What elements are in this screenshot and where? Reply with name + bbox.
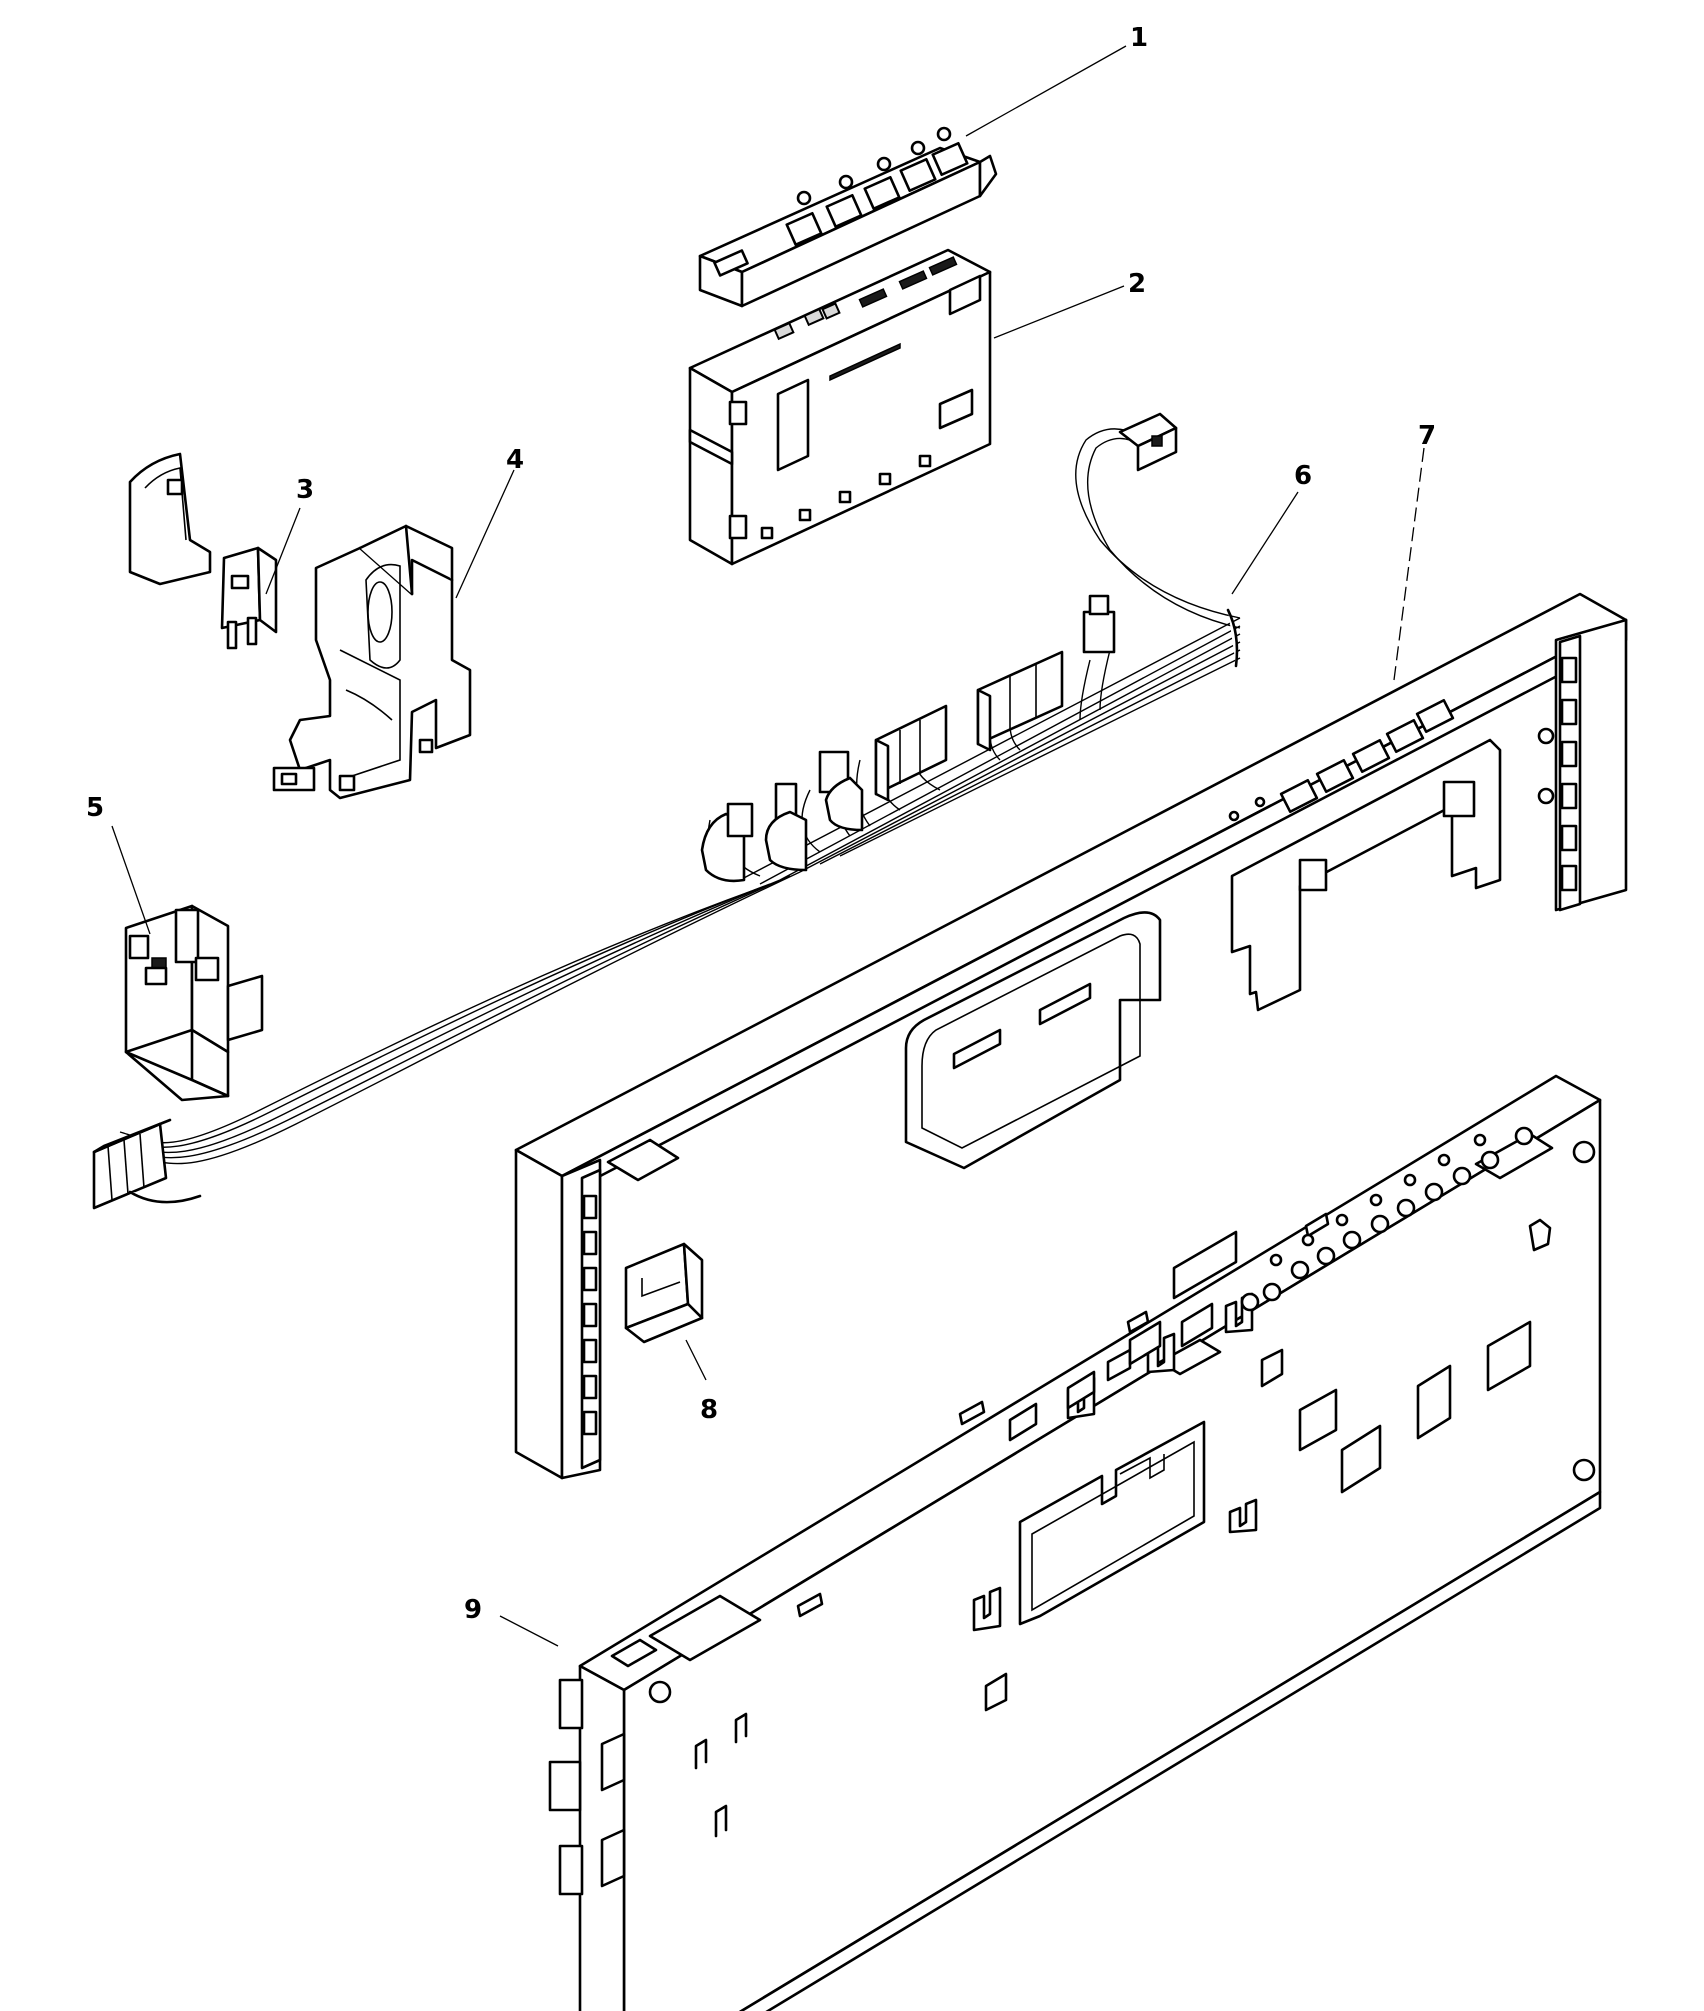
- callout-5: 5: [86, 793, 104, 823]
- part-1-keypad[interactable]: [698, 126, 998, 308]
- part-3-switch-and-bracket[interactable]: [128, 452, 278, 650]
- callout-3: 3: [296, 475, 314, 505]
- callout-labels: 1 2 3 4 5 6 7 8 9: [86, 23, 1436, 1625]
- callout-7: 7: [1418, 421, 1436, 451]
- part-8-indicator-lens[interactable]: [624, 1242, 704, 1344]
- callout-4: 4: [506, 445, 524, 475]
- callout-2: 2: [1128, 269, 1146, 299]
- part-7-control-panel-frame[interactable]: [514, 592, 1628, 1480]
- part-4-door-interlock-housing[interactable]: [272, 524, 472, 800]
- callout-6: 6: [1294, 461, 1312, 491]
- leader-lines: [111, 45, 1425, 1647]
- part-5-selector-switch[interactable]: [124, 904, 264, 1102]
- part-2-control-module[interactable]: [688, 248, 992, 566]
- part-6-wiring-harness[interactable]: [92, 412, 1241, 1210]
- callout-1: 1: [1130, 23, 1148, 53]
- part-9-rear-control-panel[interactable]: [548, 1074, 1602, 2011]
- callout-9: 9: [464, 1595, 482, 1625]
- callout-8: 8: [700, 1395, 718, 1425]
